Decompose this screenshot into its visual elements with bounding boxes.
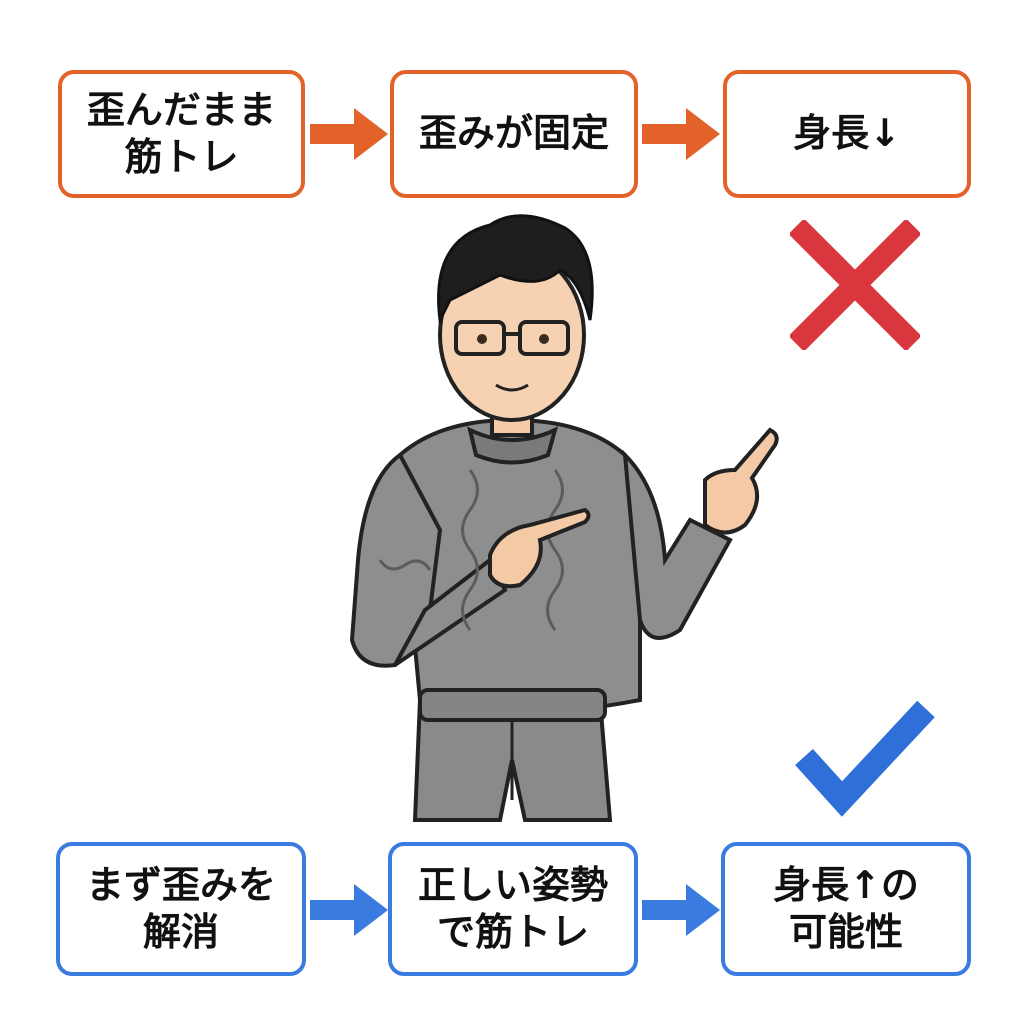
arrow-right-icon (310, 884, 388, 936)
arrow-right-icon (642, 108, 720, 160)
check-icon (795, 700, 935, 817)
good-step-2: 正しい姿勢 で筋トレ (388, 842, 638, 976)
arrow-right-icon (642, 884, 720, 936)
arrow-right-icon (310, 108, 388, 160)
bad-step-1: 歪んだまま 筋トレ (58, 70, 305, 198)
cross-icon (790, 220, 920, 350)
good-step-1: まず歪みを 解消 (56, 842, 306, 976)
good-step-3: 身長↑の 可能性 (721, 842, 971, 976)
bad-step-3: 身長↓ (723, 70, 971, 198)
bad-step-2: 歪みが固定 (390, 70, 638, 198)
